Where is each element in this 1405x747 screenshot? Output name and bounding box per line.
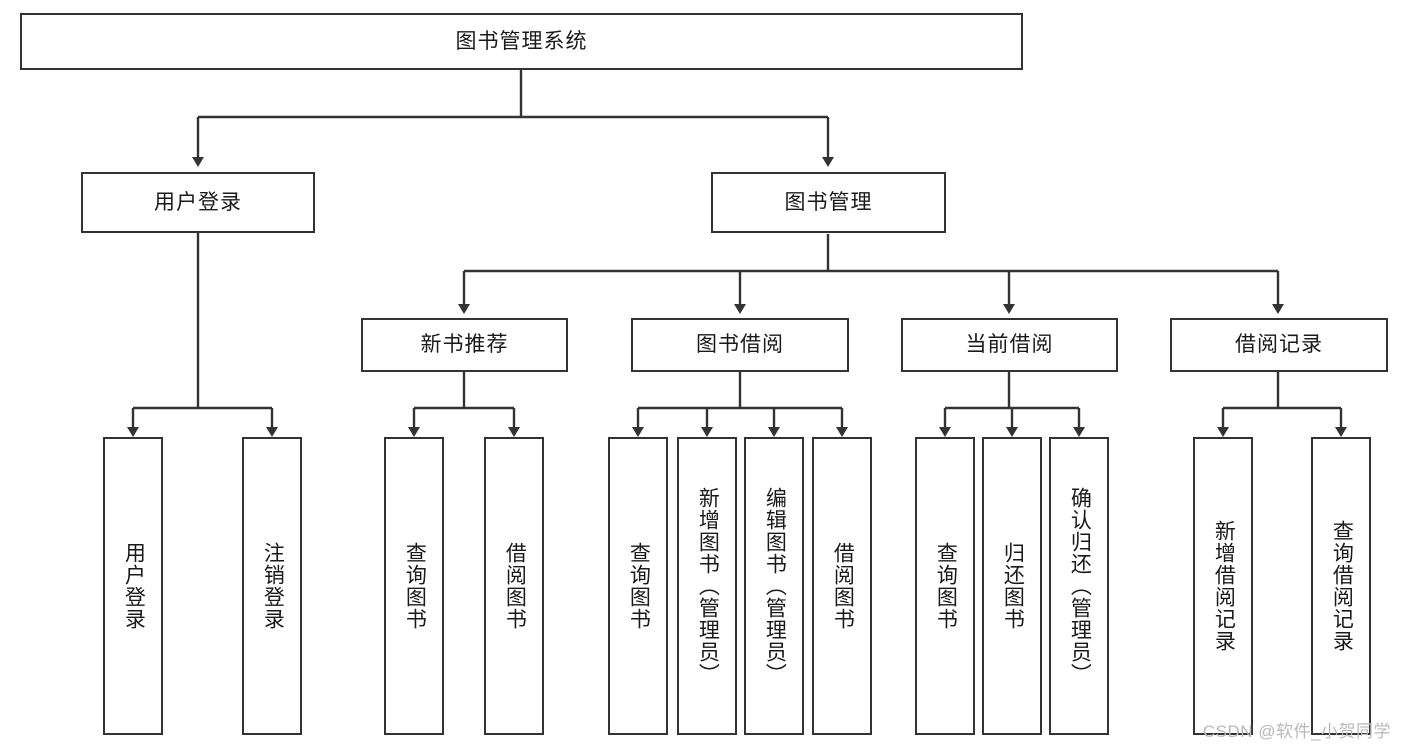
node-label: 用户登录 <box>154 190 242 214</box>
csdn-watermark: CSDN @软件_小贺同学 <box>1202 722 1391 741</box>
node-label: 新书推荐 <box>420 333 509 357</box>
node-label: 查询图书 <box>934 542 958 630</box>
node-label: 查询借阅记录 <box>1330 520 1354 652</box>
node-label: 确认归还（管理员） <box>1068 487 1092 685</box>
node-new-book-recommend[interactable]: 新书推荐 <box>361 318 568 372</box>
node-label: 编辑图书（管理员） <box>763 487 787 685</box>
node-label: 图书借阅 <box>696 333 784 357</box>
node-user-login[interactable]: 用户登录 <box>81 172 315 233</box>
leaf-user-login-signin[interactable]: 用户登录 <box>103 437 163 735</box>
node-borrow-record[interactable]: 借阅记录 <box>1170 318 1388 372</box>
node-label: 图书管理 <box>784 190 873 214</box>
leaf-current-confirm-return-admin[interactable]: 确认归还（管理员） <box>1049 437 1109 735</box>
node-label: 查询图书 <box>403 542 427 630</box>
node-label: 注销登录 <box>261 542 285 630</box>
node-label: 借阅图书 <box>503 542 527 630</box>
node-label: 用户登录 <box>122 542 146 630</box>
node-label: 当前借阅 <box>965 333 1054 357</box>
leaf-borrow-query-book[interactable]: 查询图书 <box>608 437 668 735</box>
node-root-book-management-system[interactable]: 图书管理系统 <box>20 13 1023 70</box>
leaf-user-login-signout[interactable]: 注销登录 <box>242 437 302 735</box>
node-label: 借阅图书 <box>831 542 855 630</box>
node-label: 查询图书 <box>627 542 651 630</box>
node-book-management[interactable]: 图书管理 <box>711 172 946 233</box>
leaf-recommend-borrow-book[interactable]: 借阅图书 <box>484 437 544 735</box>
node-label: 借阅记录 <box>1235 333 1323 357</box>
leaf-borrow-borrow-book[interactable]: 借阅图书 <box>812 437 872 735</box>
leaf-borrow-edit-book-admin[interactable]: 编辑图书（管理员） <box>744 437 804 735</box>
node-current-borrow[interactable]: 当前借阅 <box>901 318 1118 372</box>
leaf-record-add-borrow-record[interactable]: 新增借阅记录 <box>1193 437 1253 735</box>
node-label: 图书管理系统 <box>455 29 588 53</box>
leaf-borrow-add-book-admin[interactable]: 新增图书（管理员） <box>677 437 737 735</box>
leaf-record-query-borrow-record[interactable]: 查询借阅记录 <box>1311 437 1371 735</box>
leaf-recommend-query-book[interactable]: 查询图书 <box>384 437 444 735</box>
leaf-current-return-book[interactable]: 归还图书 <box>982 437 1042 735</box>
node-book-borrow[interactable]: 图书借阅 <box>631 318 849 372</box>
node-label: 归还图书 <box>1001 542 1025 630</box>
node-label: 新增借阅记录 <box>1212 520 1236 652</box>
leaf-current-query-book[interactable]: 查询图书 <box>915 437 975 735</box>
node-label: 新增图书（管理员） <box>696 487 720 685</box>
